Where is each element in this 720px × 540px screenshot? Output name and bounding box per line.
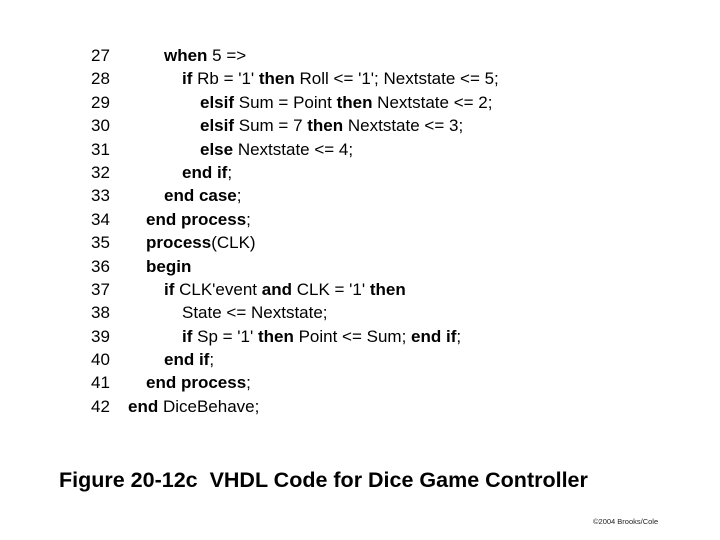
line-number: 37: [91, 279, 110, 299]
keyword: end if: [164, 350, 210, 370]
code-token: Nextstate <= 2;: [372, 92, 493, 112]
copyright-notice: ©2004 Brooks/Cole: [593, 517, 659, 526]
code-text: end case;: [164, 184, 242, 207]
code-line: 40 end if;: [0, 348, 720, 371]
line-number: 31: [91, 139, 110, 159]
code-token: Sum = Point: [234, 92, 337, 112]
code-line: 28 if Rb = '1' then Roll <= '1'; Nextstat…: [0, 67, 720, 90]
keyword: then: [258, 69, 295, 89]
code-line: 29 elsif Sum = Point then Nextstate <= 2;: [0, 91, 720, 114]
line-number: 29: [91, 92, 110, 112]
keyword: elsif: [200, 92, 235, 112]
code-token: ;: [236, 186, 242, 206]
line-number: 41: [91, 373, 110, 393]
code-line: 37 if CLK'event and CLK = '1' then: [0, 278, 720, 301]
code-token: Rb = '1': [192, 69, 259, 89]
code-text: end process;: [146, 371, 251, 394]
code-text: when 5 =>: [164, 44, 246, 67]
line-number: 36: [91, 256, 110, 276]
code-text: State <= Nextstate;: [182, 301, 328, 324]
code-line: 33 end case;: [0, 184, 720, 207]
code-token: Point <= Sum;: [293, 326, 412, 346]
code-token: (CLK): [211, 233, 256, 253]
code-text: elsif Sum = 7 then Nextstate <= 3;: [200, 114, 463, 137]
keyword: end if: [411, 326, 457, 346]
keyword: if: [182, 69, 193, 89]
code-token: Sum = 7: [234, 116, 308, 136]
keyword: and: [261, 279, 292, 299]
code-text: if CLK'event and CLK = '1' then: [164, 278, 406, 301]
keyword: elsif: [200, 116, 235, 136]
line-number: 32: [91, 162, 110, 182]
figure-caption: Figure 20-12c VHDL Code for Dice Game Co…: [59, 468, 588, 492]
keyword: then: [369, 279, 406, 299]
code-text: elsif Sum = Point then Nextstate <= 2;: [200, 91, 492, 114]
code-token: Roll <= '1'; Nextstate <= 5;: [294, 69, 499, 89]
line-number: 27: [91, 46, 110, 65]
keyword: if: [164, 279, 175, 299]
code-token: ;: [227, 162, 233, 182]
line-number: 38: [91, 303, 110, 323]
code-line: 39 if Sp = '1' then Point <= Sum; end if;: [0, 325, 720, 348]
code-text: if Rb = '1' then Roll <= '1'; Nextstate …: [182, 67, 499, 90]
code-token: Sp = '1': [192, 326, 258, 346]
code-token: ;: [246, 209, 251, 229]
line-number: 40: [91, 350, 110, 370]
code-listing: 27 when 5 => 28 if Rb = '1' then Roll <= '1…: [0, 44, 720, 418]
code-text: end DiceBehave;: [128, 395, 259, 418]
line-number: 30: [91, 116, 110, 136]
keyword: then: [257, 326, 294, 346]
keyword: end process: [146, 209, 247, 229]
keyword: end process: [146, 373, 247, 393]
code-line: 27 when 5 =>: [0, 44, 720, 67]
keyword: end if: [182, 162, 228, 182]
keyword: process: [146, 233, 212, 253]
code-token: CLK'event: [174, 279, 262, 299]
keyword: when: [164, 46, 208, 65]
code-text: else Nextstate <= 4;: [200, 138, 353, 161]
code-token: ;: [456, 326, 462, 346]
code-token: ;: [209, 350, 215, 370]
line-number: 42: [91, 396, 110, 416]
code-token: State <= Nextstate;: [182, 303, 328, 323]
code-line: 34 end process;: [0, 208, 720, 231]
keyword: begin: [146, 256, 192, 276]
line-number: 33: [91, 186, 110, 206]
code-line: 41 end process;: [0, 371, 720, 394]
code-text: process(CLK): [146, 231, 256, 254]
code-token: Nextstate <= 3;: [343, 116, 464, 136]
code-line: 30 elsif Sum = 7 then Nextstate <= 3;: [0, 114, 720, 137]
keyword: end: [128, 396, 159, 416]
code-line: 31 else Nextstate <= 4;: [0, 138, 720, 161]
keyword: end case: [164, 186, 237, 206]
code-line: 38 State <= Nextstate;: [0, 301, 720, 324]
keyword: then: [336, 92, 373, 112]
code-text: end process;: [146, 208, 251, 231]
code-text: begin: [146, 255, 191, 278]
code-line: 35 process(CLK): [0, 231, 720, 254]
code-line: 36 begin: [0, 255, 720, 278]
code-token: DiceBehave;: [158, 396, 260, 416]
line-number: 39: [91, 326, 110, 346]
code-token: CLK = '1': [291, 279, 370, 299]
code-text: end if;: [164, 348, 214, 371]
keyword: if: [182, 326, 193, 346]
line-number: 28: [91, 69, 110, 89]
code-token: Nextstate <= 4;: [233, 139, 354, 159]
code-text: end if;: [182, 161, 232, 184]
line-number: 34: [91, 209, 110, 229]
code-token: ;: [246, 373, 251, 393]
keyword: else: [200, 139, 234, 159]
code-line: 42 end DiceBehave;: [0, 395, 720, 418]
code-token: 5 =>: [207, 46, 247, 65]
line-number: 35: [91, 233, 110, 253]
code-text: if Sp = '1' then Point <= Sum; end if;: [182, 325, 461, 348]
code-line: 32 end if;: [0, 161, 720, 184]
keyword: then: [307, 116, 344, 136]
